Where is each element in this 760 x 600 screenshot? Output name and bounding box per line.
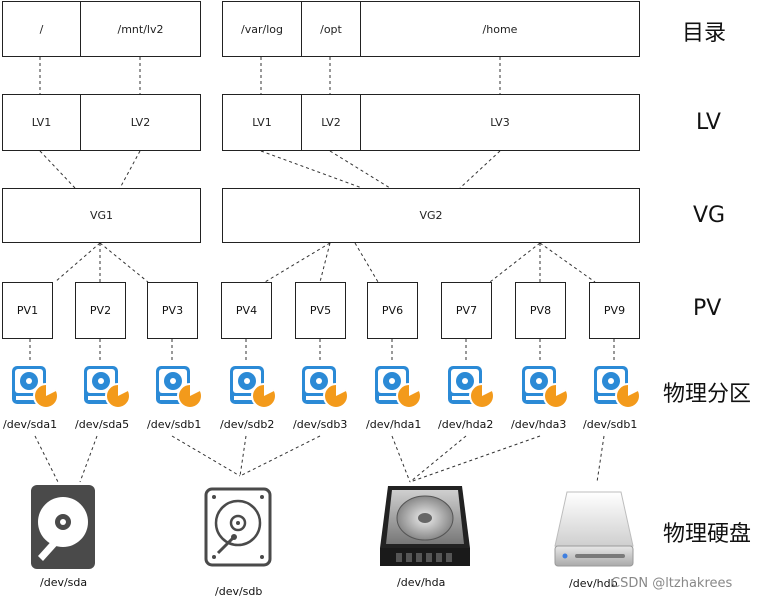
pv-box: PV6: [367, 282, 418, 339]
layer-label-vg: VG: [693, 203, 726, 228]
connector: [319, 242, 331, 283]
connector: [489, 242, 541, 283]
disk-partition-icon: [84, 366, 131, 409]
partition-label: /dev/sda1: [3, 418, 58, 431]
pv-box: PV2: [75, 282, 126, 339]
layer-label-dir: 目录: [682, 21, 727, 46]
lv-group-2: LV1 LV2 LV3: [222, 94, 640, 151]
dir-opt: /opt: [301, 2, 360, 56]
partition-label: /dev/sdb1: [147, 418, 202, 431]
lv-group-1: LV1 LV2: [2, 94, 201, 151]
partition-label: /dev/sdb1: [583, 418, 638, 431]
partition-label: /dev/sdb2: [220, 418, 275, 431]
hard-disk-icon: [31, 485, 95, 569]
lv-item: LV1: [252, 116, 272, 129]
partition-label: /dev/sdb3: [293, 418, 348, 431]
dir-root: /: [39, 22, 44, 36]
connector: [409, 435, 467, 483]
dir-group-2: /var/log /opt /home: [222, 1, 640, 57]
disk-label: /dev/hda: [397, 576, 446, 589]
disk-label: /dev/sda: [40, 576, 88, 589]
vg-label: VG2: [419, 209, 443, 222]
connector: [54, 242, 101, 283]
connector: [34, 435, 59, 483]
layer-label-disk: 物理硬盘: [663, 522, 752, 547]
vg-box-1: VG1: [2, 188, 201, 243]
connector: [39, 150, 76, 189]
lv-item: LV2: [80, 95, 200, 150]
disk-label: /dev/hdb: [569, 577, 618, 590]
connector: [79, 435, 98, 483]
disk-partition-icon: [594, 366, 641, 409]
connector: [119, 150, 141, 189]
external-drive-icon: [554, 491, 634, 567]
connector: [260, 150, 363, 189]
hard-disk-outline-icon: [204, 487, 272, 567]
vg-box-2: VG2: [222, 188, 640, 243]
dir-home: /home: [360, 2, 639, 56]
layer-label-pv: PV: [693, 296, 722, 321]
pv-box: PV7: [441, 282, 492, 339]
connector: [264, 242, 331, 283]
layer-label-partition: 物理分区: [663, 382, 752, 407]
vg-label: VG1: [89, 209, 114, 222]
disk-partition-icon: [522, 366, 569, 409]
lv-item: LV1: [31, 116, 52, 129]
disk-partition-icon: [156, 366, 203, 409]
disk-partition-icon: [302, 366, 349, 409]
connector: [409, 435, 541, 483]
partition-label: /dev/hda2: [438, 418, 494, 431]
watermark: CSDN @ltzhakrees: [611, 576, 733, 591]
lv-item: LV2: [301, 95, 360, 150]
connector: [171, 435, 241, 477]
pv-box: PV8: [515, 282, 566, 339]
pv-box: PV4: [221, 282, 272, 339]
disk-partition-icon: [230, 366, 277, 409]
disk-partition-icon: [375, 366, 422, 409]
partition-label: /dev/sda5: [75, 418, 130, 431]
lv-item: LV3: [360, 95, 639, 150]
connector: [239, 435, 247, 477]
disk-label: /dev/sdb: [215, 585, 263, 598]
connector: [239, 435, 321, 477]
partition-label: /dev/hda3: [511, 418, 567, 431]
connector: [391, 435, 411, 483]
dir-var-log: /var/log: [241, 22, 283, 36]
pv-box: PV3: [147, 282, 198, 339]
layer-label-lv: LV: [696, 110, 721, 135]
dir-mnt-lv2: /mnt/lv2: [80, 2, 200, 56]
partition-label: /dev/hda1: [366, 418, 422, 431]
pv-box: PV9: [589, 282, 640, 339]
connector: [99, 242, 149, 283]
pv-box: PV5: [295, 282, 346, 339]
connector: [354, 242, 379, 283]
connector: [539, 242, 596, 283]
connector: [596, 435, 605, 483]
pv-box: PV1: [2, 282, 53, 339]
connector: [459, 150, 501, 189]
hard-drive-metal-icon: [380, 486, 470, 566]
dir-group-1: / /mnt/lv2: [2, 1, 201, 57]
connector: [329, 150, 391, 189]
disk-partition-icon: [12, 366, 59, 409]
disk-partition-icon: [448, 366, 495, 409]
